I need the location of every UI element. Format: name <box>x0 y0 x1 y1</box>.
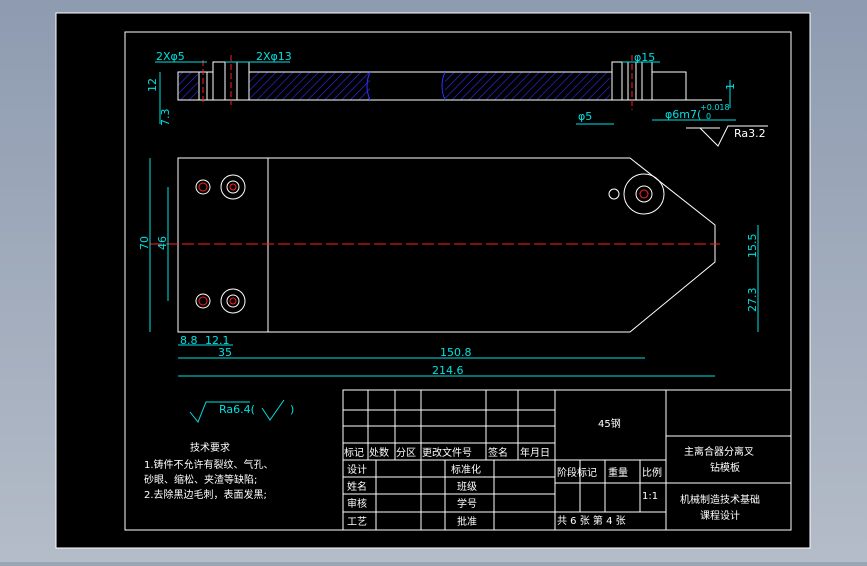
hole-group-right <box>608 173 665 215</box>
header-sign: 签名 <box>488 446 508 459</box>
org-1: 机械制造技术基础 <box>680 493 760 506</box>
plan-view: 70 46 15.5 27.3 8.8 12.1 35 150.8 214.6 <box>138 157 759 377</box>
technical-notes: Ra6.4( ) 技术要求 1.铸件不允许有裂纹、气孔、 砂眼、缩松、夹渣等缺陷… <box>144 399 294 501</box>
roughness-check-symbol <box>261 399 285 421</box>
row-name: 姓名 <box>347 480 367 493</box>
roughness-close: ) <box>290 403 294 416</box>
row-process: 工艺 <box>347 516 367 528</box>
dim-12-1: 12.1 <box>205 334 230 347</box>
dim-1: 1 <box>724 83 737 90</box>
section-hatch-left <box>248 72 370 100</box>
org-2: 课程设计 <box>700 509 740 522</box>
section-hatch-right <box>445 72 610 100</box>
section-view: 2Xφ5 2Xφ13 φ15 12 7.3 1 φ5 φ6m7( +0.018 … <box>146 50 768 147</box>
dim-d5: φ5 <box>578 110 592 123</box>
drawing-name-1: 主离合器分离叉 <box>684 445 754 458</box>
row-review: 审核 <box>347 497 367 510</box>
scale-label: 比例 <box>642 466 662 479</box>
header-date: 年月日 <box>520 446 550 459</box>
title-block <box>342 389 792 531</box>
header-doc: 更改文件号 <box>422 446 472 459</box>
break-line-left <box>366 71 371 101</box>
dim-8-8: 8.8 <box>180 334 198 347</box>
sheet-info: 共 6 张 第 4 张 <box>557 514 626 527</box>
dim-27-3: 27.3 <box>746 288 759 313</box>
notes-line-1: 1.铸件不允许有裂纹、气孔、 <box>144 458 274 471</box>
title-block-text: 45钢 标记 处数 分区 更改文件号 签名 年月日 设计 姓名 审核 工艺 标准… <box>344 417 760 528</box>
scale-value: 1:1 <box>642 491 658 502</box>
roughness-general: Ra6.4( <box>219 403 255 416</box>
section-outline <box>177 71 687 101</box>
row-design: 设计 <box>347 463 367 476</box>
weight-label: 重量 <box>608 466 628 479</box>
part-outline <box>177 157 716 333</box>
tol-lower: 0 <box>706 112 711 121</box>
roughness-symbol <box>699 125 768 147</box>
dim-7-3: 7.3 <box>159 109 172 127</box>
break-line-right <box>441 71 446 101</box>
dim-12: 12 <box>146 78 159 92</box>
notes-title: 技术要求 <box>190 441 230 454</box>
dim-150-8: 150.8 <box>440 346 472 359</box>
dim-15-5: 15.5 <box>746 234 759 259</box>
dim-2x13: 2Xφ13 <box>256 50 292 63</box>
dim-2x5: 2Xφ5 <box>156 50 185 63</box>
row-approve: 批准 <box>457 515 477 528</box>
header-zone: 分区 <box>396 447 416 459</box>
row-student: 学号 <box>457 497 477 510</box>
row-standard: 标准化 <box>451 463 481 476</box>
hole-group-top-left <box>195 174 246 200</box>
header-count: 处数 <box>369 446 389 459</box>
material: 45钢 <box>598 417 621 430</box>
dim-d6m7: φ6m7( <box>665 108 701 121</box>
notes-line-3: 2.去除黑边毛刺，表面发黑; <box>144 488 267 501</box>
tol-upper: +0.018 <box>700 103 730 112</box>
hole-group-bottom-left <box>195 288 246 314</box>
dim-214-6: 214.6 <box>432 364 464 377</box>
dim-46: 46 <box>156 236 169 250</box>
row-class: 班级 <box>457 481 477 493</box>
roughness-general-symbol <box>189 401 250 423</box>
header-mark: 标记 <box>344 447 364 459</box>
drawing-name-2: 钻模板 <box>710 461 740 474</box>
dim-70: 70 <box>138 236 151 250</box>
paper <box>55 12 811 549</box>
notes-line-2: 砂眼、缩松、夹渣等缺陷; <box>144 473 257 486</box>
dim-d15: φ15 <box>634 51 655 64</box>
stage-label: 阶段标记 <box>557 466 597 479</box>
section-hatch-boss <box>178 72 198 100</box>
roughness-face: Ra3.2 <box>734 127 766 140</box>
dim-35: 35 <box>218 346 232 359</box>
